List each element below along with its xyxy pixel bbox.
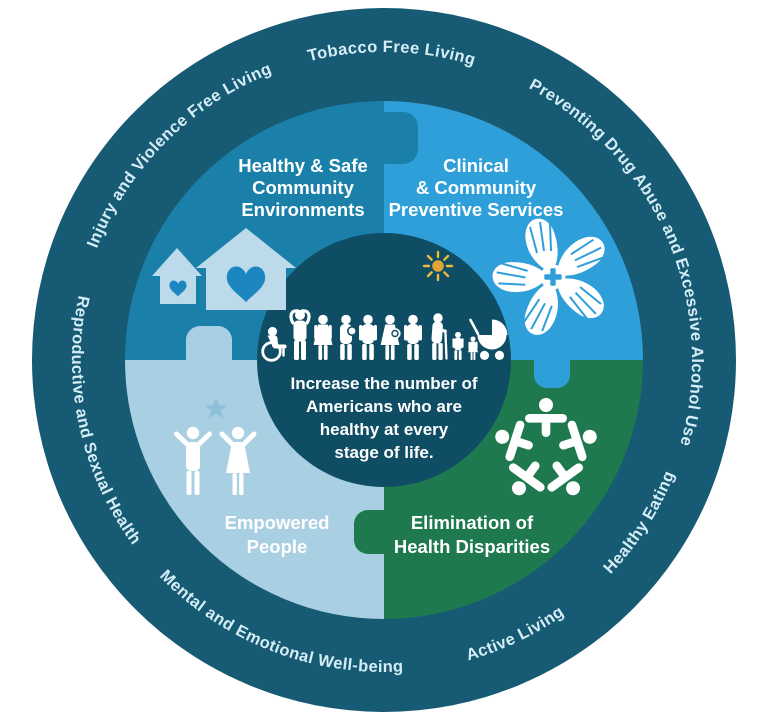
people-celebrating-star-icon [174,397,257,495]
label-healthy-safe-1: Healthy & Safe [238,155,368,176]
puzzle-tab-bottom [354,510,406,554]
family-lifespan-icon [261,309,508,362]
quadrant-labels: Healthy & Safe Community Environments Cl… [225,155,564,557]
small-girl [468,336,478,360]
svg-text:Increase the number of: Increase the number of [290,374,477,393]
label-clinical-1: Clinical [443,155,509,176]
label-clinical-3: Preventive Services [389,199,564,220]
woman [313,314,333,360]
svg-text:stage of life.: stage of life. [334,443,433,462]
man [359,314,377,360]
label-healthy-safe-2: Community [252,177,354,198]
label-clinical-2: & Community [416,177,537,198]
puzzle-tab-top [370,112,418,164]
svg-text:Americans who are: Americans who are [306,397,462,416]
parent-holding-baby [340,314,357,360]
center-goal-text: Increase the number of Americans who are… [290,374,477,462]
large-house [196,228,296,310]
elderly-person-with-cane [431,313,448,360]
label-empowered-1: Empowered [225,512,330,533]
sun-icon [422,250,454,282]
child [452,331,464,360]
center-circle [257,233,511,487]
label-elimination-2: Health Disparities [394,536,550,557]
baby-stroller-icon [469,318,508,360]
label-empowered-2: People [247,536,308,557]
puzzle-tab-right [534,338,570,388]
label-healthy-safe-3: Environments [241,199,364,220]
small-house [152,248,202,304]
houses-with-hearts-icon [152,228,296,310]
pregnant-woman [380,314,401,360]
star-icon [204,397,228,419]
celebrating-man [174,426,212,495]
label-elimination-1: Elimination of [411,512,534,533]
puzzle-tab-left [186,326,232,380]
celebrating-woman [219,426,257,495]
people-circle-icon [495,398,597,496]
wheelchair-person [261,326,287,362]
person-arms-up [289,309,311,360]
hands-flower-cross-icon [492,218,605,335]
man [404,314,422,360]
svg-text:healthy at every: healthy at every [320,420,449,439]
